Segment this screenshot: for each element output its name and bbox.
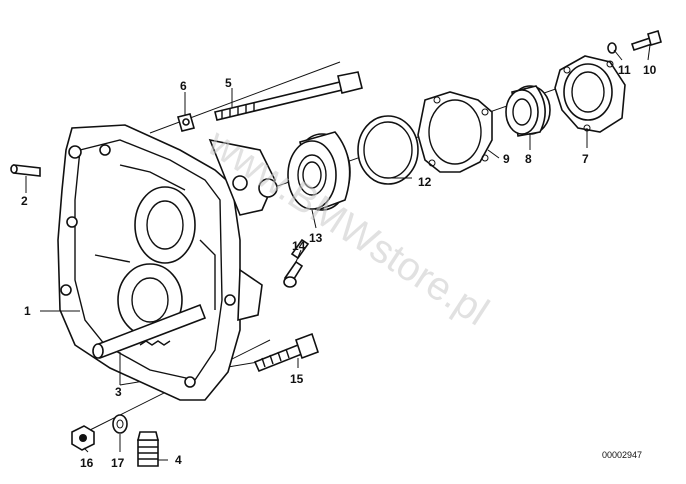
callout-13: 13 xyxy=(309,231,323,245)
callout-5: 5 xyxy=(225,76,232,90)
callout-17: 17 xyxy=(111,456,125,470)
ball-bearing xyxy=(287,131,351,212)
screw-plug xyxy=(136,431,160,467)
callout-4: 4 xyxy=(175,453,182,467)
bearing-cover xyxy=(554,55,626,133)
callout-9: 9 xyxy=(503,152,510,166)
callout-14: 14 xyxy=(292,239,306,253)
shim-ring xyxy=(357,115,419,185)
radial-seal xyxy=(505,85,551,137)
callout-8: 8 xyxy=(525,152,532,166)
leader-lines xyxy=(25,44,651,461)
callout-6: 6 xyxy=(180,79,187,93)
callout-2: 2 xyxy=(21,194,28,208)
diagram-code: 00002947 xyxy=(602,450,642,460)
callout-7: 7 xyxy=(582,152,589,166)
dowel-pin xyxy=(10,164,41,177)
transmission-housing xyxy=(57,124,278,401)
callout-16: 16 xyxy=(80,456,94,470)
drain-bolt xyxy=(253,332,320,373)
clip-washer xyxy=(177,113,195,132)
small-screw xyxy=(283,238,310,288)
callout-10: 10 xyxy=(643,63,657,77)
callout-11: 11 xyxy=(618,63,631,77)
hex-nut xyxy=(71,425,95,451)
long-bolt xyxy=(214,71,363,121)
callout-3: 3 xyxy=(115,385,122,399)
callout-12: 12 xyxy=(418,175,432,189)
callout-15: 15 xyxy=(290,372,304,386)
sealing-washer xyxy=(112,414,128,434)
cover-bolt xyxy=(630,29,662,52)
gasket xyxy=(417,91,493,173)
callout-1: 1 xyxy=(24,304,31,318)
callout-labels: 1 2 3 4 5 6 7 8 9 10 11 12 13 14 15 16 1… xyxy=(21,63,657,470)
